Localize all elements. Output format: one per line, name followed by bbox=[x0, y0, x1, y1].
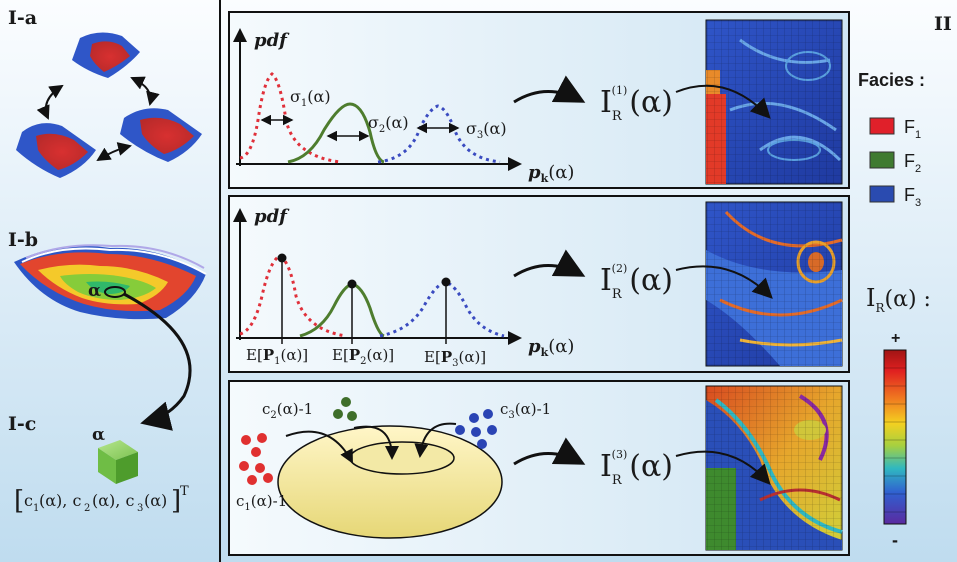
row3-output-label: IR(3)(α) bbox=[600, 448, 673, 488]
colorbar-plus: + bbox=[891, 330, 900, 347]
row1-yaxis-label: pdf bbox=[254, 30, 290, 51]
svg-text:1: 1 bbox=[33, 503, 39, 514]
row3-c2-label: c2(α)-1 bbox=[262, 400, 313, 421]
alpha-label-ib: α bbox=[88, 281, 101, 301]
ib-to-ic-arrow bbox=[123, 292, 192, 431]
panel-i-b: I-b α bbox=[8, 229, 207, 320]
double-arrow-bottom bbox=[96, 142, 132, 162]
row2-xaxis-label: pk(α) bbox=[528, 336, 574, 359]
row2-mean-dot-3 bbox=[441, 277, 451, 287]
alpha-label-ic: α bbox=[92, 425, 105, 445]
red-to-bowl-arrow bbox=[285, 430, 353, 464]
facies-title: Facies : bbox=[858, 70, 925, 90]
row2-arrow-into-map bbox=[675, 265, 773, 299]
surface-left bbox=[16, 123, 96, 178]
green-particles bbox=[333, 397, 357, 421]
row1-xaxis-label: pk(α) bbox=[528, 162, 574, 185]
row2-yaxis-label: pdf bbox=[254, 206, 290, 227]
double-arrow-top-left bbox=[36, 84, 64, 120]
facies-swatch-f2 bbox=[869, 151, 895, 169]
row2-pdf-plot: pdf E[P1(α)] E[P2(α)] E[P3(α)] pk(α) bbox=[233, 206, 574, 369]
row2-mean-dot-1 bbox=[277, 253, 287, 263]
row1-curve-red bbox=[239, 72, 341, 164]
row2-curve-red bbox=[239, 254, 347, 338]
panel-i-c: I-c α [ c 1 (α), c 2 (α), c 3 (α) ] T bbox=[8, 413, 189, 516]
panel-label-ic: I-c bbox=[8, 413, 36, 435]
row1-sigma2: σ2(α) bbox=[368, 113, 409, 135]
svg-text:]: ] bbox=[171, 486, 181, 516]
surface-right bbox=[120, 108, 202, 162]
row1-pdf-plot: pdf σ1(α) σ2(α) σ3(α) pk(α) bbox=[233, 28, 574, 185]
svg-text:[: [ bbox=[14, 486, 24, 516]
blue-particles bbox=[455, 409, 497, 449]
svg-text:c: c bbox=[24, 491, 33, 510]
colorbar-minus: - bbox=[892, 530, 898, 550]
row1-arrow-to-output bbox=[513, 75, 586, 104]
property-surface bbox=[14, 244, 207, 320]
panel-label-ii: II bbox=[934, 13, 952, 35]
row3-arrow-into-map bbox=[675, 450, 771, 485]
row1-sigma3: σ3(α) bbox=[466, 119, 507, 141]
row3-map bbox=[705, 385, 843, 551]
row2-expect-2: E[P2(α)] bbox=[332, 346, 394, 367]
colorbar-stripes bbox=[884, 367, 906, 513]
svg-text:2: 2 bbox=[84, 503, 90, 514]
row1-arrow-into-map bbox=[675, 84, 771, 119]
composition-vector: [ c 1 (α), c 2 (α), c 3 (α) ] T bbox=[14, 484, 189, 516]
panel-label-ib: I-b bbox=[8, 229, 38, 251]
cell-cube bbox=[98, 440, 138, 484]
row2-map bbox=[705, 201, 843, 367]
row2-expect-3: E[P3(α)] bbox=[424, 348, 486, 369]
svg-text:(α): (α) bbox=[144, 491, 167, 510]
facies-legend: F1 F2 F3 bbox=[869, 117, 921, 209]
svg-text:(α), c: (α), c bbox=[92, 491, 134, 510]
row1-curve-blue bbox=[377, 104, 501, 164]
colorbar bbox=[883, 349, 907, 525]
row3-arrow-to-output bbox=[513, 437, 586, 466]
row1-curve-green bbox=[287, 102, 385, 164]
surface-top bbox=[72, 32, 140, 78]
mixing-bowl-opening bbox=[349, 441, 455, 475]
svg-text:3: 3 bbox=[137, 503, 143, 514]
double-arrow-top-right bbox=[130, 76, 160, 106]
row2-arrow-to-output bbox=[513, 249, 586, 278]
row1-output-label: IR(1)(α) bbox=[600, 84, 673, 124]
green-to-bowl-arrow bbox=[353, 425, 399, 460]
row3-c1-label: c1(α)-1 bbox=[236, 492, 287, 513]
row1-sigma1: σ1(α) bbox=[290, 87, 331, 109]
svg-text:(α), c: (α), c bbox=[39, 491, 81, 510]
row3-c3-label: c3(α)-1 bbox=[500, 400, 551, 421]
alpha-cell-marker bbox=[104, 286, 126, 298]
facies-swatch-f3 bbox=[869, 185, 895, 203]
panel-i-a: I-a bbox=[8, 7, 202, 178]
row3-mixing: c1(α)-1 c2(α)-1 c3(α)-1 bbox=[236, 397, 551, 539]
row2-curve-blue bbox=[379, 280, 505, 338]
blue-to-bowl-arrow bbox=[414, 422, 457, 458]
panel-label-ia: I-a bbox=[8, 7, 37, 29]
row2-mean-dot-2 bbox=[347, 279, 357, 289]
transpose-label: T bbox=[180, 484, 189, 499]
row2-output-label: IR(2)(α) bbox=[600, 262, 673, 302]
row2-expect-1: E[P1(α)] bbox=[246, 346, 308, 367]
row1-map bbox=[705, 19, 843, 185]
red-particles bbox=[239, 433, 273, 485]
facies-swatch-f1 bbox=[869, 117, 895, 135]
